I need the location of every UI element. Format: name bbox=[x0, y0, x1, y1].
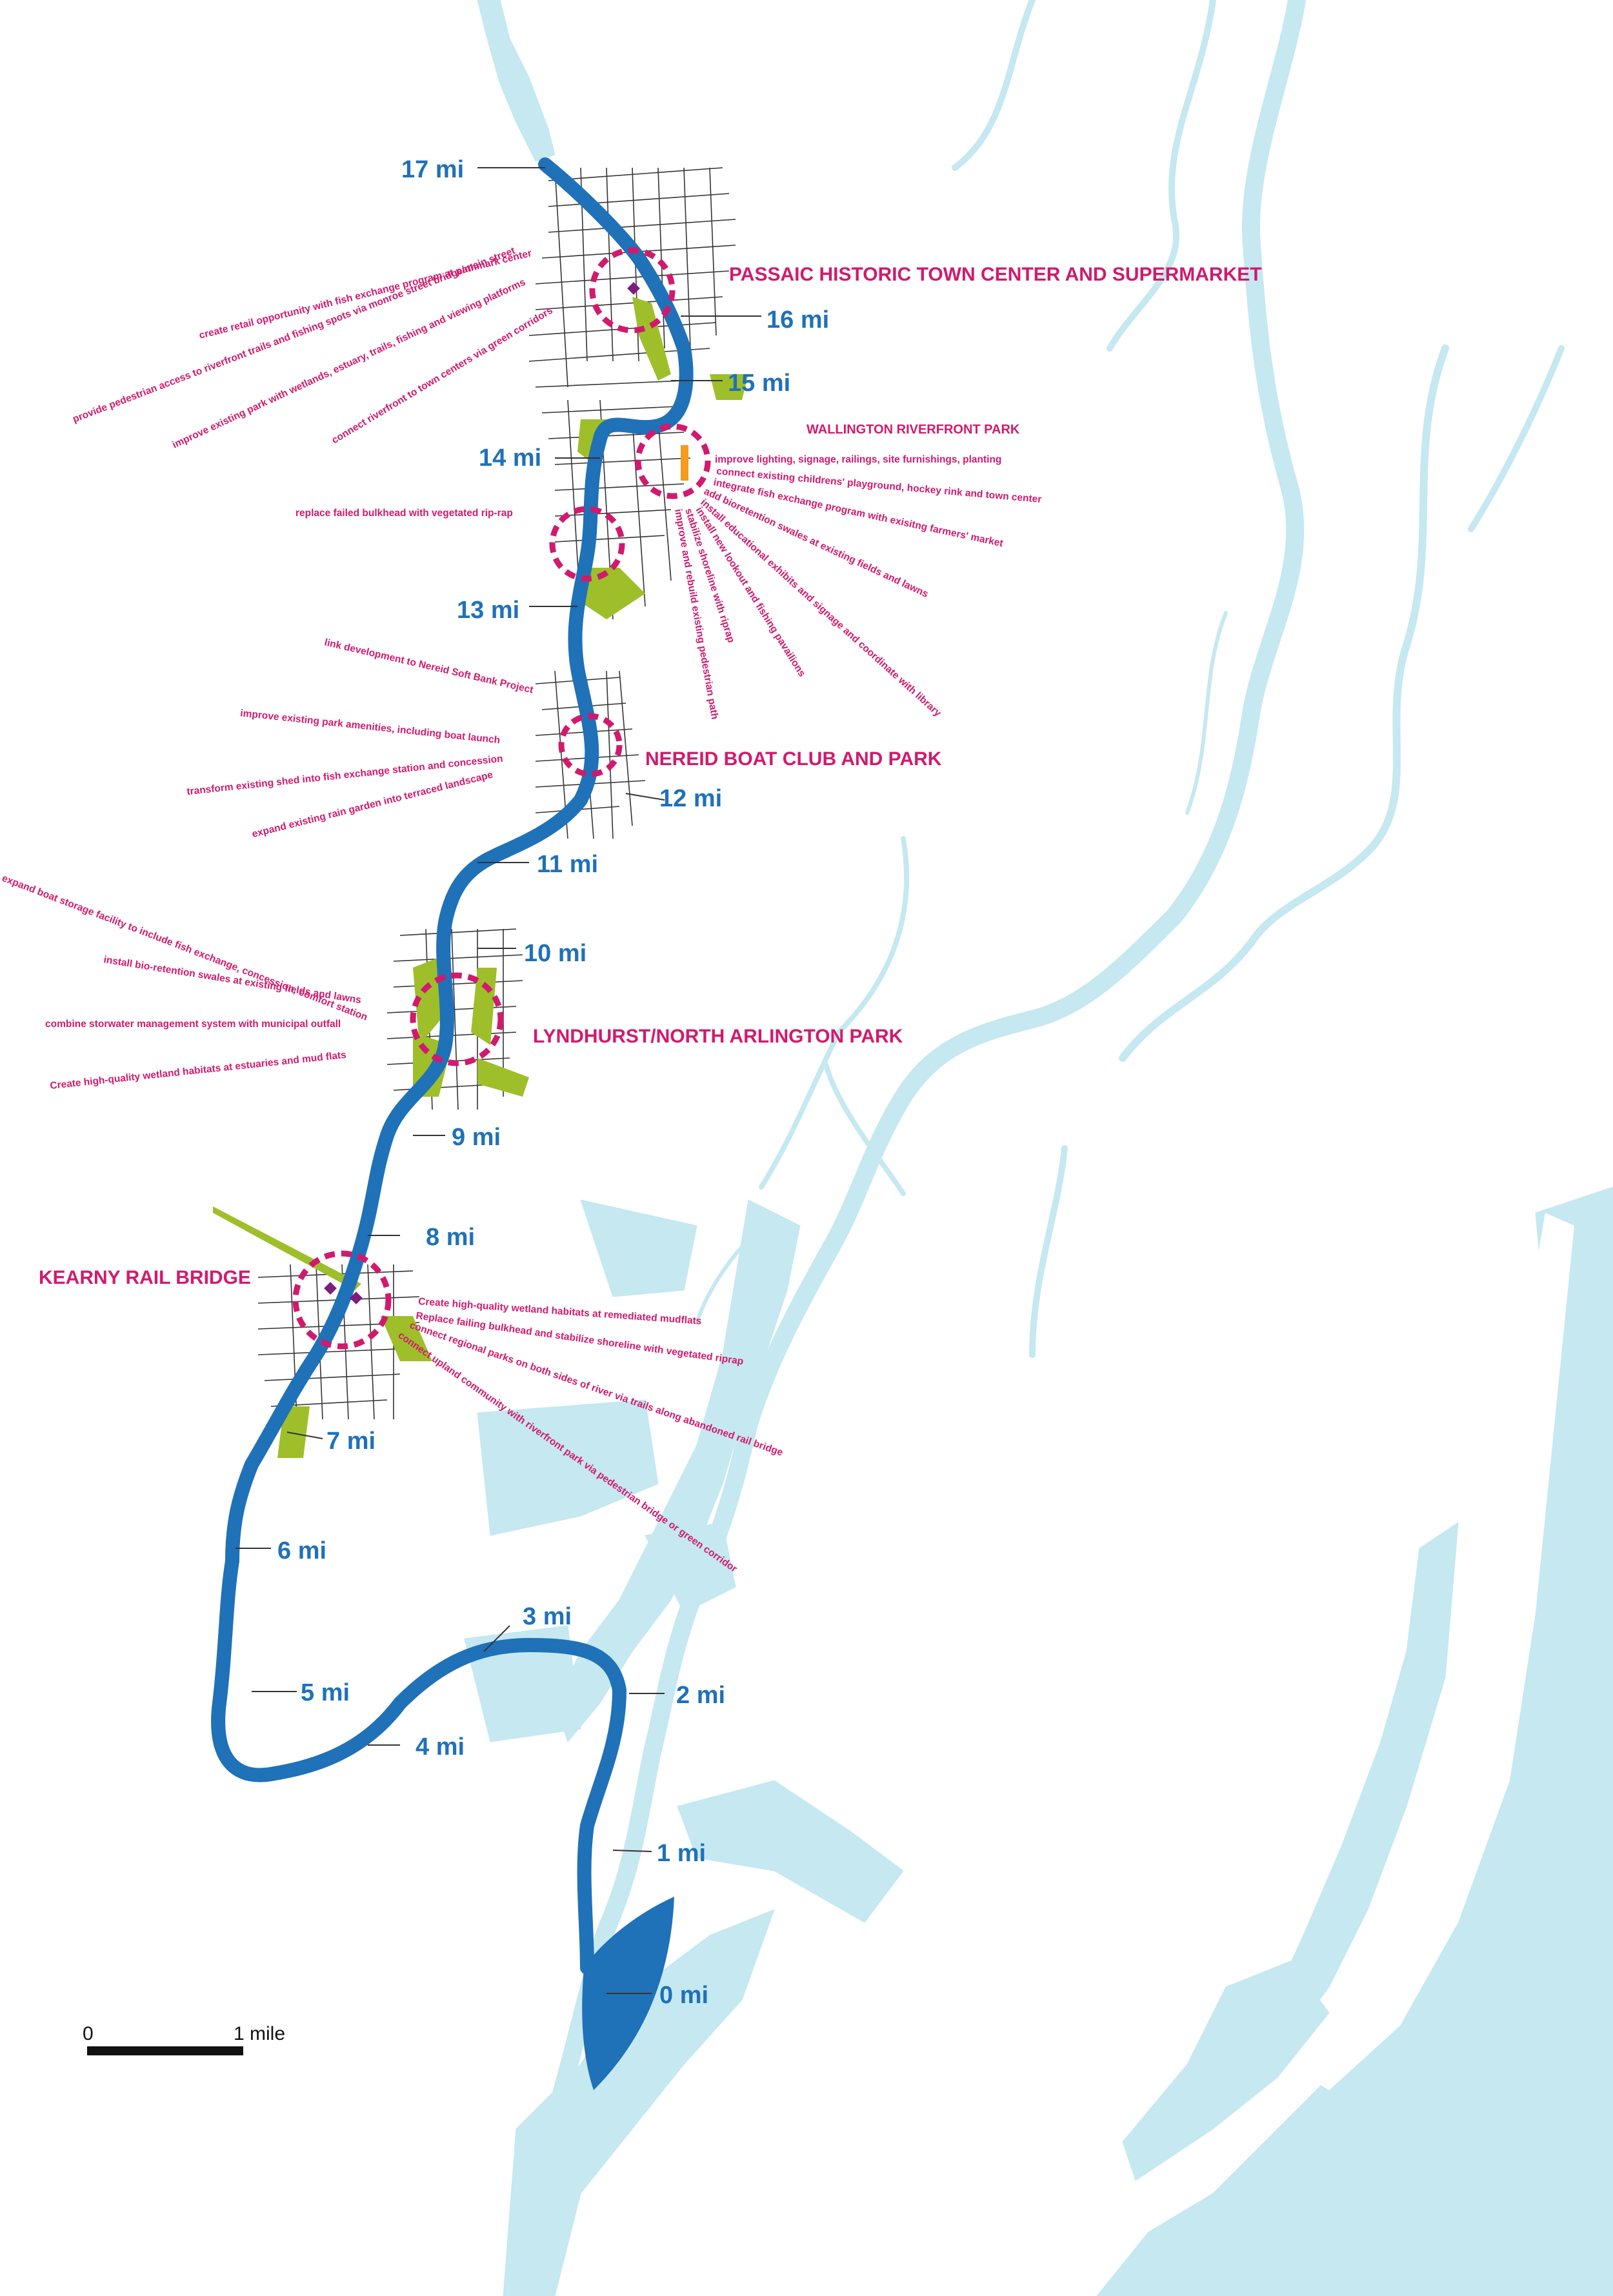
site-title-wallington: WALLINGTON RIVERFRONT PARK bbox=[806, 423, 1020, 437]
site-title-kearny: KEARNY RAIL BRIDGE bbox=[39, 1267, 251, 1288]
mile-label: 17 mi bbox=[401, 156, 464, 183]
mile-label: 8 mi bbox=[426, 1224, 475, 1251]
scale-bar: 0 1 mile bbox=[83, 2023, 285, 2055]
circle-wallington bbox=[635, 423, 711, 499]
mile-label: 12 mi bbox=[659, 785, 722, 812]
circle-bulkhead bbox=[549, 506, 625, 582]
site-title-lyndhurst: LYNDHURST/NORTH ARLINGTON PARK bbox=[533, 1026, 903, 1047]
water-bodies bbox=[464, 0, 1613, 2296]
mile-label: 14 mi bbox=[479, 444, 541, 472]
circle-passaic bbox=[589, 247, 676, 334]
mile-label: 5 mi bbox=[301, 1679, 350, 1706]
mile-label: 3 mi bbox=[523, 1603, 572, 1630]
circle-nereid bbox=[558, 713, 623, 777]
scale-start-label: 0 bbox=[83, 2023, 94, 2044]
mile-label: 15 mi bbox=[728, 370, 790, 397]
site-titles: PASSAIC HISTORIC TOWN CENTER AND SUPERMA… bbox=[39, 264, 1262, 1288]
focus-circles bbox=[292, 247, 711, 1350]
mile-label: 11 mi bbox=[537, 851, 598, 878]
note-wallington-1: improve lighting, signage, railings, sit… bbox=[715, 454, 1001, 465]
mile-label: 13 mi bbox=[457, 597, 519, 624]
mile-label: 10 mi bbox=[524, 940, 586, 967]
mile-label: 7 mi bbox=[326, 1428, 376, 1455]
mile-label: 2 mi bbox=[676, 1682, 725, 1709]
mile-label: 9 mi bbox=[452, 1124, 501, 1151]
mile-labels: 17 mi 16 mi 15 mi 14 mi 13 mi 12 mi 11 m… bbox=[277, 156, 829, 2009]
site-title-nereid: NEREID BOAT CLUB AND PARK bbox=[645, 748, 942, 770]
manhattan-land bbox=[1297, 1213, 1574, 2090]
mile-label: 0 mi bbox=[659, 1982, 708, 2009]
note-lyndhurst-3: combine storwater management system with… bbox=[45, 1019, 341, 1030]
mile-label: 4 mi bbox=[416, 1733, 465, 1761]
mile-leaders bbox=[235, 167, 761, 1994]
scale-end-label: 1 mile bbox=[234, 2023, 285, 2044]
mile-label: 6 mi bbox=[277, 1537, 326, 1564]
circle-lyndhurst bbox=[410, 972, 504, 1066]
mile-label: 16 mi bbox=[766, 306, 829, 334]
note-bulkhead: replace failed bulkhead with vegetated r… bbox=[296, 508, 513, 519]
site-title-passaic: PASSAIC HISTORIC TOWN CENTER AND SUPERMA… bbox=[729, 264, 1262, 285]
site-markers bbox=[324, 282, 688, 1304]
circle-kearny bbox=[292, 1250, 392, 1350]
mile-label: 1 mi bbox=[657, 1840, 706, 1867]
